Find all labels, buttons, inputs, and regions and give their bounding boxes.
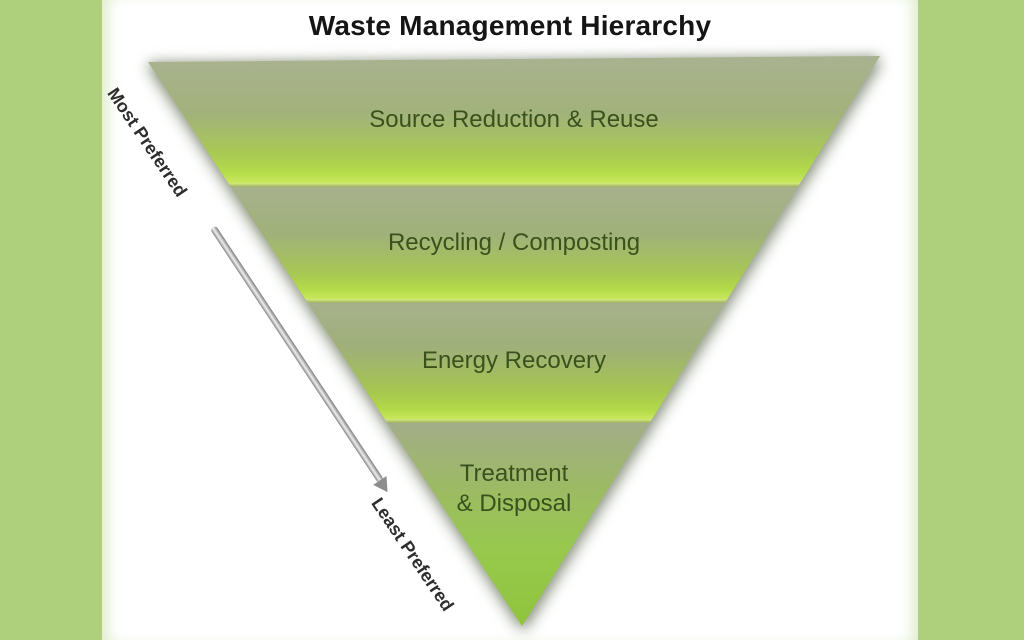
pyramid-level-treatment-disposal: Treatment & Disposal: [148, 423, 880, 626]
pyramid-shape: Source Reduction & Reuse Recycling / Com…: [148, 56, 880, 626]
level-separator: [148, 299, 880, 303]
level-label: Treatment & Disposal: [456, 460, 572, 517]
pyramid-level-source-reduction-reuse: Source Reduction & Reuse: [148, 56, 880, 183]
level-label: Recycling / Composting: [387, 229, 641, 256]
level-label: Energy Recovery: [421, 347, 607, 374]
inverted-pyramid: Source Reduction & Reuse Recycling / Com…: [148, 56, 880, 626]
pyramid-level-energy-recovery: Energy Recovery: [148, 303, 880, 419]
diagram-title: Waste Management Hierarchy: [308, 10, 712, 41]
right-green-bar: [918, 0, 1024, 640]
level-label: Source Reduction & Reuse: [369, 105, 659, 133]
left-green-bar: [0, 0, 102, 640]
level-separator: [148, 419, 880, 423]
level-separator: [148, 183, 880, 187]
pyramid-level-recycling-composting: Recycling / Composting: [148, 187, 880, 299]
